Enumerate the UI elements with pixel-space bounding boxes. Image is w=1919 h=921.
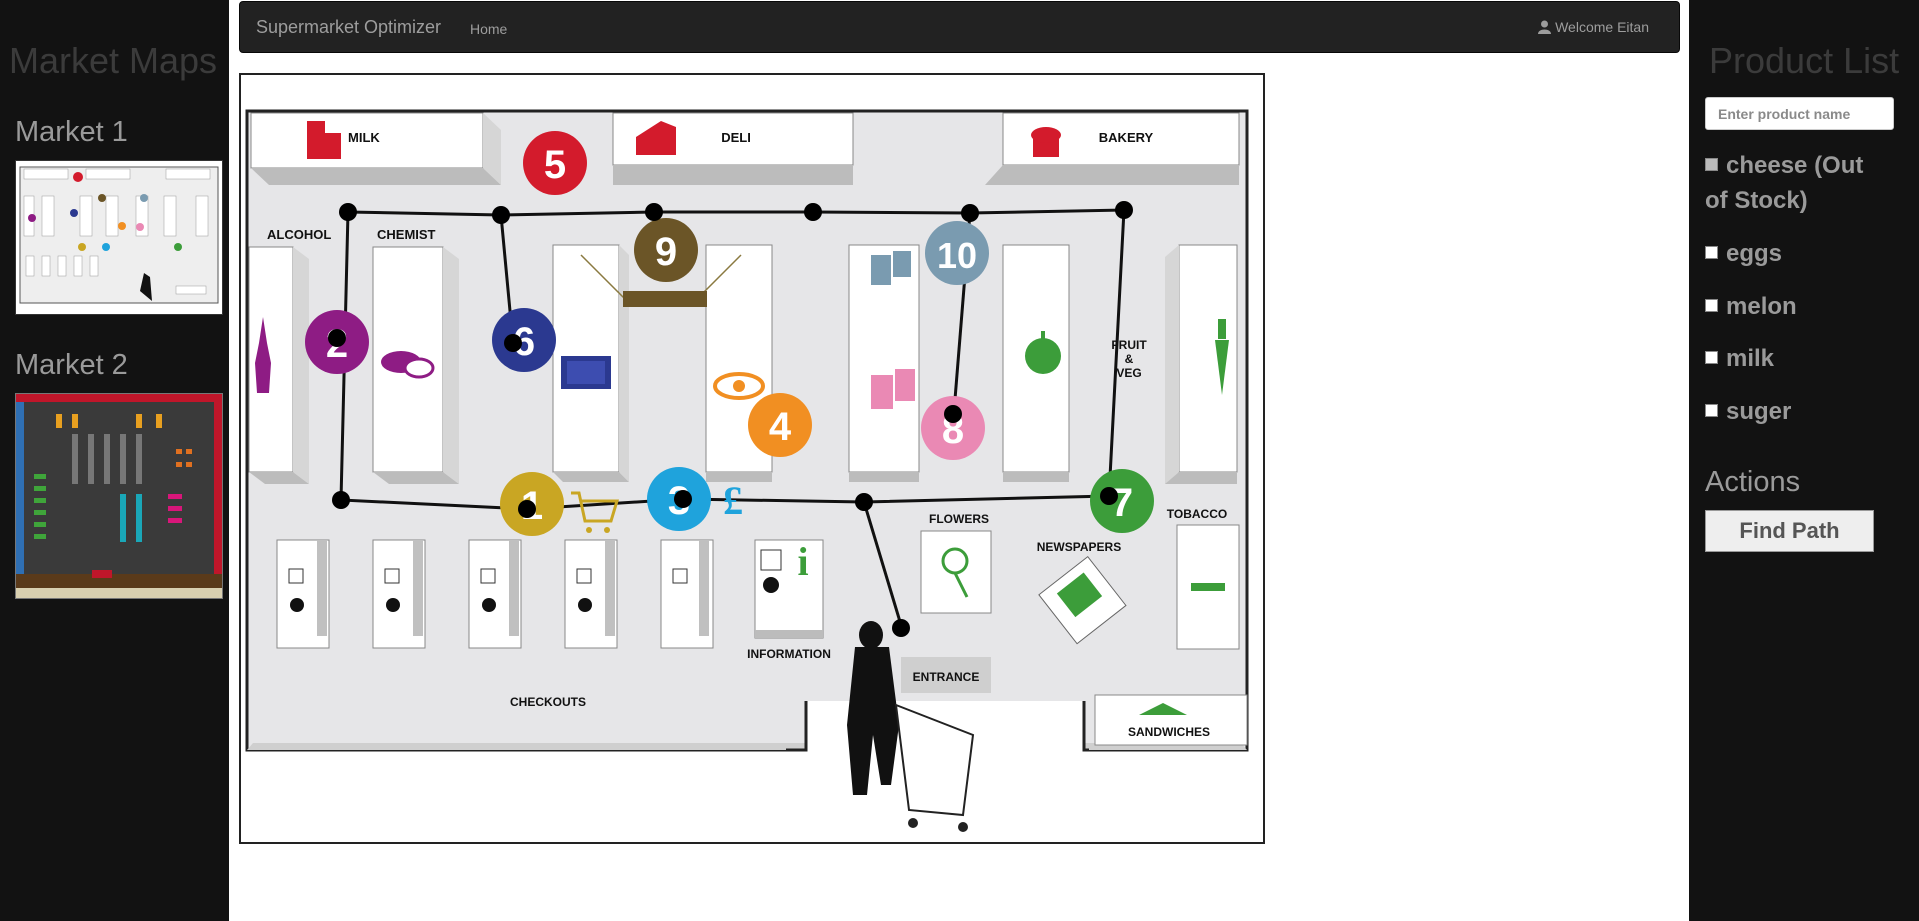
- newspapers-stand: [1038, 555, 1127, 645]
- marker-6[interactable]: 6: [492, 308, 556, 372]
- label-newspapers: NEWSPAPERS: [1037, 540, 1121, 554]
- marker-5[interactable]: 5: [523, 131, 587, 195]
- milk-carton-icon: [307, 121, 325, 159]
- information-desk: [754, 539, 824, 639]
- product-item-cheese: cheese (Out of Stock): [1705, 148, 1890, 218]
- aisle-alcohol: [248, 246, 309, 484]
- brand-link[interactable]: Supermarket Optimizer: [256, 17, 442, 37]
- market-2-label[interactable]: Market 2: [15, 349, 128, 381]
- cups-icon: [871, 255, 891, 285]
- market-1-thumbnail[interactable]: [15, 160, 223, 315]
- aisle-electronics: [552, 244, 629, 482]
- product-checkbox-suger[interactable]: [1705, 404, 1718, 417]
- product-name: milk: [1726, 345, 1775, 372]
- eye-icon: [713, 372, 765, 400]
- svg-text:4: 4: [769, 405, 792, 449]
- product-checkbox-cheese[interactable]: [1705, 158, 1718, 171]
- pound-icon: £: [723, 478, 743, 523]
- label-checkouts: CHECKOUTS: [510, 695, 586, 709]
- product-name: cheese (Out of Stock): [1705, 152, 1864, 214]
- product-checkbox-eggs[interactable]: [1705, 246, 1718, 259]
- label-milk: MILK: [348, 130, 380, 145]
- marker-9[interactable]: 9: [634, 218, 698, 282]
- aisle-fruit: [1002, 244, 1070, 482]
- right-sidebar: Product List: [1689, 0, 1919, 921]
- checkouts-area: [276, 539, 714, 649]
- entrance-mat: [901, 657, 991, 693]
- market-map[interactable]: i: [239, 73, 1265, 844]
- tobacco-stand: [1176, 524, 1240, 650]
- label-sandwiches: SANDWICHES: [1128, 725, 1210, 739]
- apple-icon: [1025, 338, 1061, 374]
- product-name: suger: [1726, 398, 1792, 425]
- marker-7[interactable]: 7: [1090, 469, 1154, 533]
- optimized-route: [339, 208, 1126, 511]
- market-maps-title: Market Maps: [9, 40, 218, 81]
- label-amp: &: [1125, 352, 1134, 366]
- info-icon: i: [797, 539, 808, 584]
- product-name: melon: [1726, 293, 1797, 320]
- svg-text:5: 5: [544, 143, 566, 187]
- flowers-stand: [920, 530, 992, 614]
- label-information: INFORMATION: [747, 647, 831, 661]
- product-item-eggs: eggs: [1705, 236, 1890, 271]
- svg-text:10: 10: [937, 235, 977, 276]
- find-path-button[interactable]: Find Path: [1705, 510, 1874, 552]
- product-search-input[interactable]: [1705, 97, 1894, 130]
- product-list-title: Product List: [1709, 40, 1900, 81]
- label-deli: DELI: [721, 130, 751, 145]
- cigarette-icon: [1191, 583, 1225, 591]
- deli-counter: [612, 112, 854, 185]
- top-navbar: Supermarket Optimizer Home Welcome Eitan: [239, 1, 1680, 53]
- user-icon: [1538, 20, 1552, 34]
- product-checkbox-melon[interactable]: [1705, 299, 1718, 312]
- marker-10[interactable]: 10: [925, 221, 989, 285]
- product-item-melon: melon: [1705, 289, 1890, 324]
- milk-counter: [250, 112, 501, 185]
- label-bakery: BAKERY: [1099, 130, 1154, 145]
- cans-icon: [871, 375, 893, 409]
- svg-text:9: 9: [655, 230, 677, 274]
- aisle-chemist: [372, 246, 459, 484]
- label-entrance: ENTRANCE: [913, 670, 980, 684]
- label-veg: VEG: [1116, 366, 1141, 380]
- welcome-text: Welcome Eitan: [1555, 19, 1649, 35]
- bakery-counter: [985, 112, 1240, 185]
- label-tobacco: TOBACCO: [1167, 507, 1227, 521]
- market-2-thumbnail[interactable]: [15, 393, 223, 599]
- product-name: eggs: [1726, 240, 1783, 267]
- actions-title: Actions: [1705, 466, 1801, 498]
- product-item-milk: milk: [1705, 341, 1890, 376]
- svg-text:6: 6: [513, 320, 535, 364]
- aisle-drinks: [848, 244, 920, 482]
- label-flowers: FLOWERS: [929, 512, 989, 526]
- market-map-drawing[interactable]: i: [241, 75, 1263, 842]
- shopper-silhouette: [847, 621, 975, 832]
- sandwiches-counter: [1094, 694, 1248, 746]
- product-checkbox-milk[interactable]: [1705, 351, 1718, 364]
- newspaper-icon: [1056, 572, 1103, 618]
- left-sidebar: Market Maps Market 1: [0, 0, 229, 921]
- label-alcohol: ALCOHOL: [267, 227, 331, 242]
- welcome-user[interactable]: Welcome Eitan: [1538, 19, 1649, 35]
- cheese-icon: [636, 121, 676, 155]
- shopping-cart-icon: [571, 491, 620, 533]
- aisle-veg: [1165, 244, 1238, 484]
- label-fruit: FRUIT: [1111, 338, 1147, 352]
- label-chemist: CHEMIST: [377, 227, 436, 242]
- carrot-icon: [1215, 340, 1229, 395]
- home-link[interactable]: Home: [470, 21, 508, 37]
- product-item-suger: suger: [1705, 394, 1890, 429]
- wine-bottle-icon: [255, 317, 271, 393]
- sandwich-icon: [1139, 703, 1187, 715]
- market-1-label[interactable]: Market 1: [15, 116, 128, 148]
- route-nodes: [328, 201, 1133, 637]
- marker-4[interactable]: 4: [748, 393, 812, 457]
